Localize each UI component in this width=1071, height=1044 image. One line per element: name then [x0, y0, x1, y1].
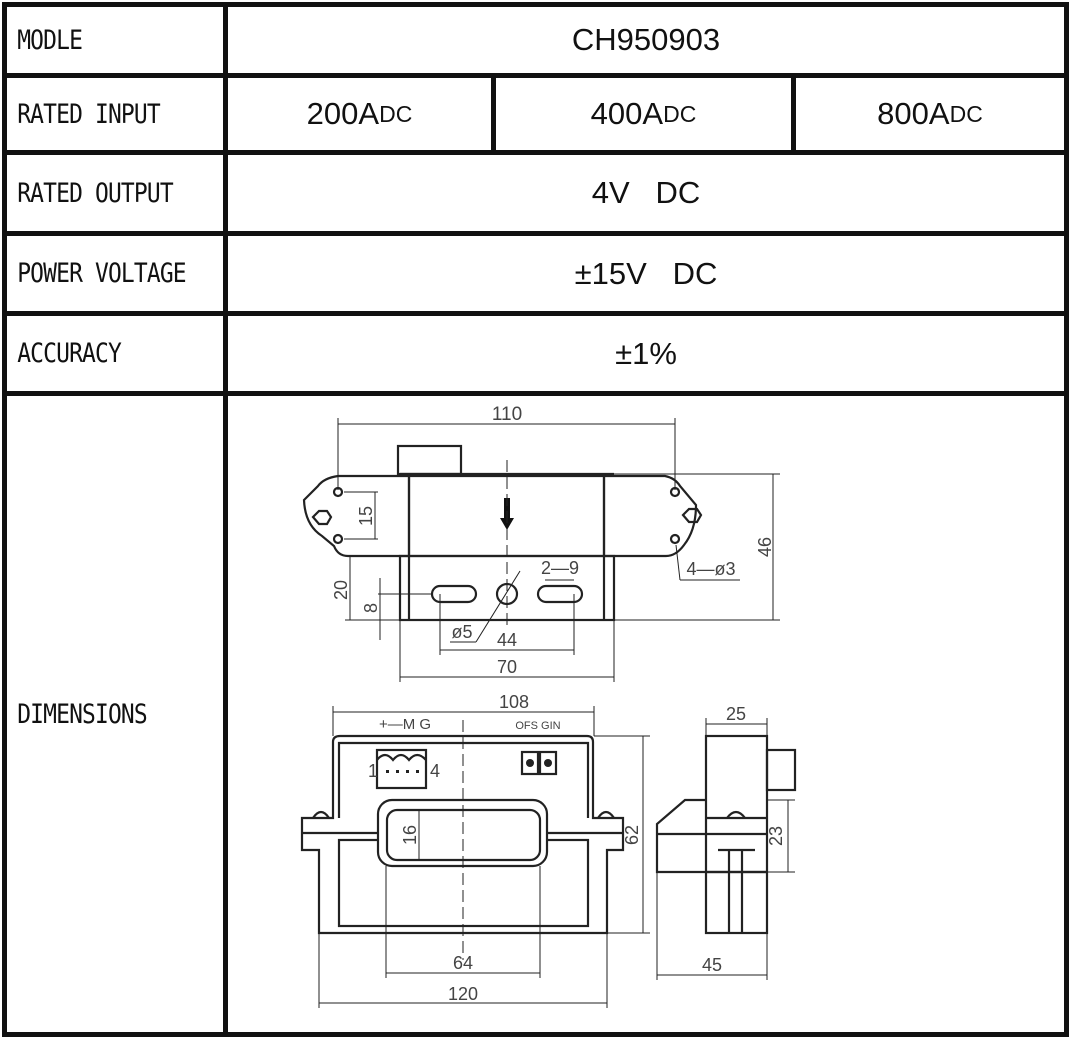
dim-20: 20	[331, 580, 351, 600]
dim-15: 15	[356, 506, 376, 526]
power-voltage-label: POWER VOLTAGE	[17, 258, 186, 289]
dim-64: 64	[453, 953, 473, 973]
dim-108: 108	[499, 692, 529, 712]
rated-input-unit: DC	[663, 100, 697, 127]
input-divider	[491, 75, 496, 153]
dim-45: 45	[702, 955, 722, 975]
rated-input-value: 800A	[877, 96, 950, 131]
side-view: 25 23 45	[655, 704, 797, 980]
table-border-right	[1064, 2, 1069, 1037]
dim-62: 62	[622, 825, 642, 845]
top-view: 110 15 20 8 2—9 4—ø3 46 ø5 44 70	[302, 404, 780, 682]
rated-input-value: 200A	[306, 96, 380, 131]
dim-16: 16	[400, 825, 420, 845]
dim-phi5: ø5	[451, 622, 472, 642]
row-divider	[4, 150, 1068, 155]
row-divider	[4, 311, 1068, 316]
dim-25: 25	[726, 704, 746, 724]
rated-input-unit: DC	[949, 100, 983, 127]
rated-output-value: 4V DC	[591, 175, 701, 210]
dim-23: 23	[766, 826, 786, 846]
pin-1-label: 1	[368, 761, 378, 781]
input-divider	[791, 75, 796, 153]
dim-120: 120	[448, 984, 478, 1004]
dim-4-phi3: 4—ø3	[686, 559, 735, 579]
dim-110: 110	[492, 404, 522, 425]
table-border-top	[4, 2, 1068, 7]
table-border-bottom	[4, 1032, 1068, 1037]
column-divider	[223, 2, 228, 1037]
dim-2-9: 2—9	[541, 558, 579, 578]
dim-8: 8	[361, 603, 381, 613]
pin-4-label: 4	[430, 761, 440, 781]
table-border-left	[2, 2, 7, 1037]
rated-input-unit: DC	[379, 100, 413, 127]
dim-46: 46	[755, 537, 775, 557]
rated-input-value: 400A	[590, 96, 664, 131]
model-label: MODLE	[17, 24, 83, 56]
pot-labels: OFS GIN	[515, 720, 560, 732]
accuracy-value: ±1%	[615, 335, 677, 371]
dimensions-label: DIMENSIONS	[17, 698, 148, 730]
power-voltage-value: ±15V DC	[574, 255, 718, 291]
dim-70: 70	[497, 657, 517, 677]
offset-pot-icon	[526, 759, 534, 767]
pin-labels: +—M G	[379, 716, 431, 733]
row-divider	[4, 231, 1068, 236]
accuracy-label: ACCURACY	[17, 338, 122, 369]
row-divider	[4, 73, 1068, 78]
rated-input-label: RATED INPUT	[17, 98, 160, 130]
rated-output-label: RATED OUTPUT	[17, 177, 173, 209]
gain-pot-icon	[544, 759, 552, 767]
front-view: 108 +—M G OFS GIN 1 4 16 62 64 120	[300, 692, 650, 1008]
model-value: CH950903	[571, 22, 721, 57]
dim-44: 44	[497, 630, 517, 650]
row-divider	[4, 391, 1068, 396]
